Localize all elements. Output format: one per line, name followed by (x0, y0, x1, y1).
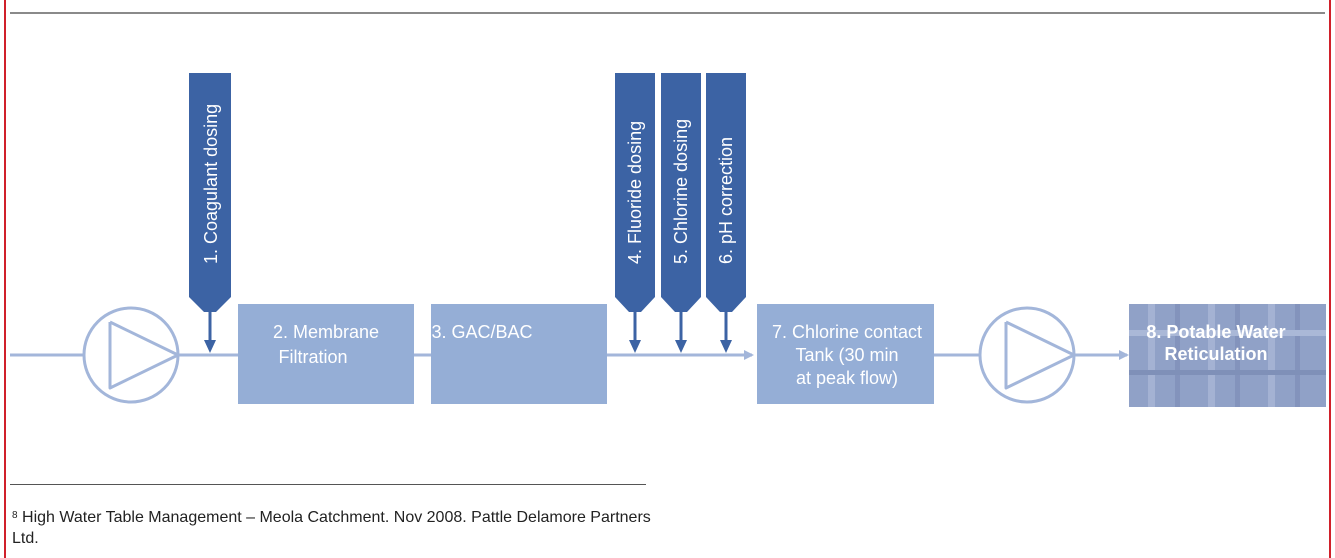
stage-potable-water-line1: 8. Potable Water (1146, 322, 1285, 342)
right-margin-line (1329, 0, 1331, 558)
stage-gac-bac-line1: 3. GAC/BAC (431, 322, 532, 342)
top-rule (10, 12, 1325, 14)
stage-membrane-line1: 2. Membrane (273, 322, 379, 342)
stage-potable-water-line2: Reticulation (1164, 344, 1267, 364)
pump-2-icon (978, 306, 1076, 404)
stage-chlorine-contact-line3: at peak flow) (796, 368, 898, 388)
dosing-chlorine: 5. Chlorine dosing (661, 73, 701, 353)
stage-box-gac-bac (431, 304, 607, 404)
footnote-marker: 8 (12, 510, 18, 521)
left-margin-line (4, 0, 6, 558)
footnote-text: High Water Table Management – Meola Catc… (12, 509, 651, 547)
stage-box-chlorine-contact (757, 304, 934, 404)
dosing-chlorine-label: 5. Chlorine dosing (671, 119, 691, 264)
stage-box-membrane (238, 304, 414, 404)
dosing-coagulant: 1. Coagulant dosing (189, 73, 231, 353)
footnote-rule (10, 484, 646, 485)
footnote: 8 High Water Table Management – Meola Ca… (12, 507, 652, 549)
dosing-ph-label: 6. pH correction (716, 137, 736, 264)
dosing-ph: 6. pH correction (706, 73, 746, 353)
stage-membrane-line2: Filtration (278, 347, 347, 367)
dosing-coagulant-label: 1. Coagulant dosing (201, 104, 221, 264)
dosing-fluoride: 4. Fluoride dosing (615, 73, 655, 353)
stage-box-potable-water (1129, 304, 1326, 407)
dosing-fluoride-label: 4. Fluoride dosing (625, 121, 645, 264)
pump-1-icon (82, 306, 180, 404)
treatment-process-diagram: 2. Membrane Filtration 3. GAC/BAC 7. Chl… (10, 73, 1326, 407)
stage-chlorine-contact-line2: Tank (30 min (795, 345, 898, 365)
potable-water-overlay (1129, 304, 1326, 407)
stage-chlorine-contact-line1: 7. Chlorine contact (772, 322, 922, 342)
